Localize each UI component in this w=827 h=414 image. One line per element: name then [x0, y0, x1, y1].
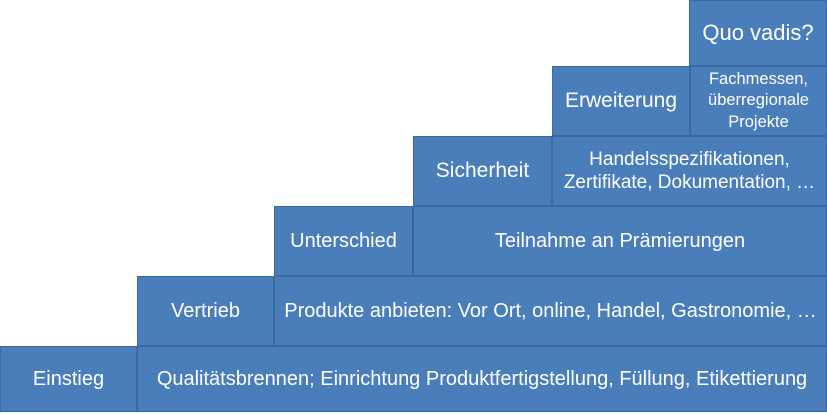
- step-label-unterschied[interactable]: Unterschied: [274, 206, 413, 276]
- step-label-erweiterung[interactable]: Erweiterung: [552, 66, 690, 136]
- step-description-einstieg[interactable]: Qualitätsbrennen; Einrichtung Produktfer…: [137, 346, 827, 412]
- step-label-vertrieb[interactable]: Vertrieb: [137, 276, 274, 346]
- step-description-sicherheit[interactable]: Handelsspezifikationen, Zertifikate, Dok…: [552, 136, 827, 206]
- step-row-erweiterung: Erweiterung Fachmessen, überregionale Pr…: [552, 66, 827, 136]
- step-label-einstieg[interactable]: Einstieg: [0, 346, 137, 412]
- step-description-erweiterung[interactable]: Fachmessen, überregionale Projekte: [690, 66, 827, 136]
- step-label-quo-vadis[interactable]: Quo vadis?: [689, 0, 827, 66]
- step-description-unterschied[interactable]: Teilnahme an Prämierungen: [413, 206, 827, 276]
- step-row-vertrieb: Vertrieb Produkte anbieten: Vor Ort, onl…: [137, 276, 827, 346]
- step-row-sicherheit: Sicherheit Handelsspezifikationen, Zerti…: [413, 136, 827, 206]
- step-description-vertrieb[interactable]: Produkte anbieten: Vor Ort, online, Hand…: [274, 276, 827, 346]
- step-label-sicherheit[interactable]: Sicherheit: [413, 136, 552, 206]
- step-row-einstieg: Einstieg Qualitätsbrennen; Einrichtung P…: [0, 346, 827, 412]
- step-row-unterschied: Unterschied Teilnahme an Prämierungen: [274, 206, 827, 276]
- step-row-quo-vadis: Quo vadis?: [689, 0, 827, 66]
